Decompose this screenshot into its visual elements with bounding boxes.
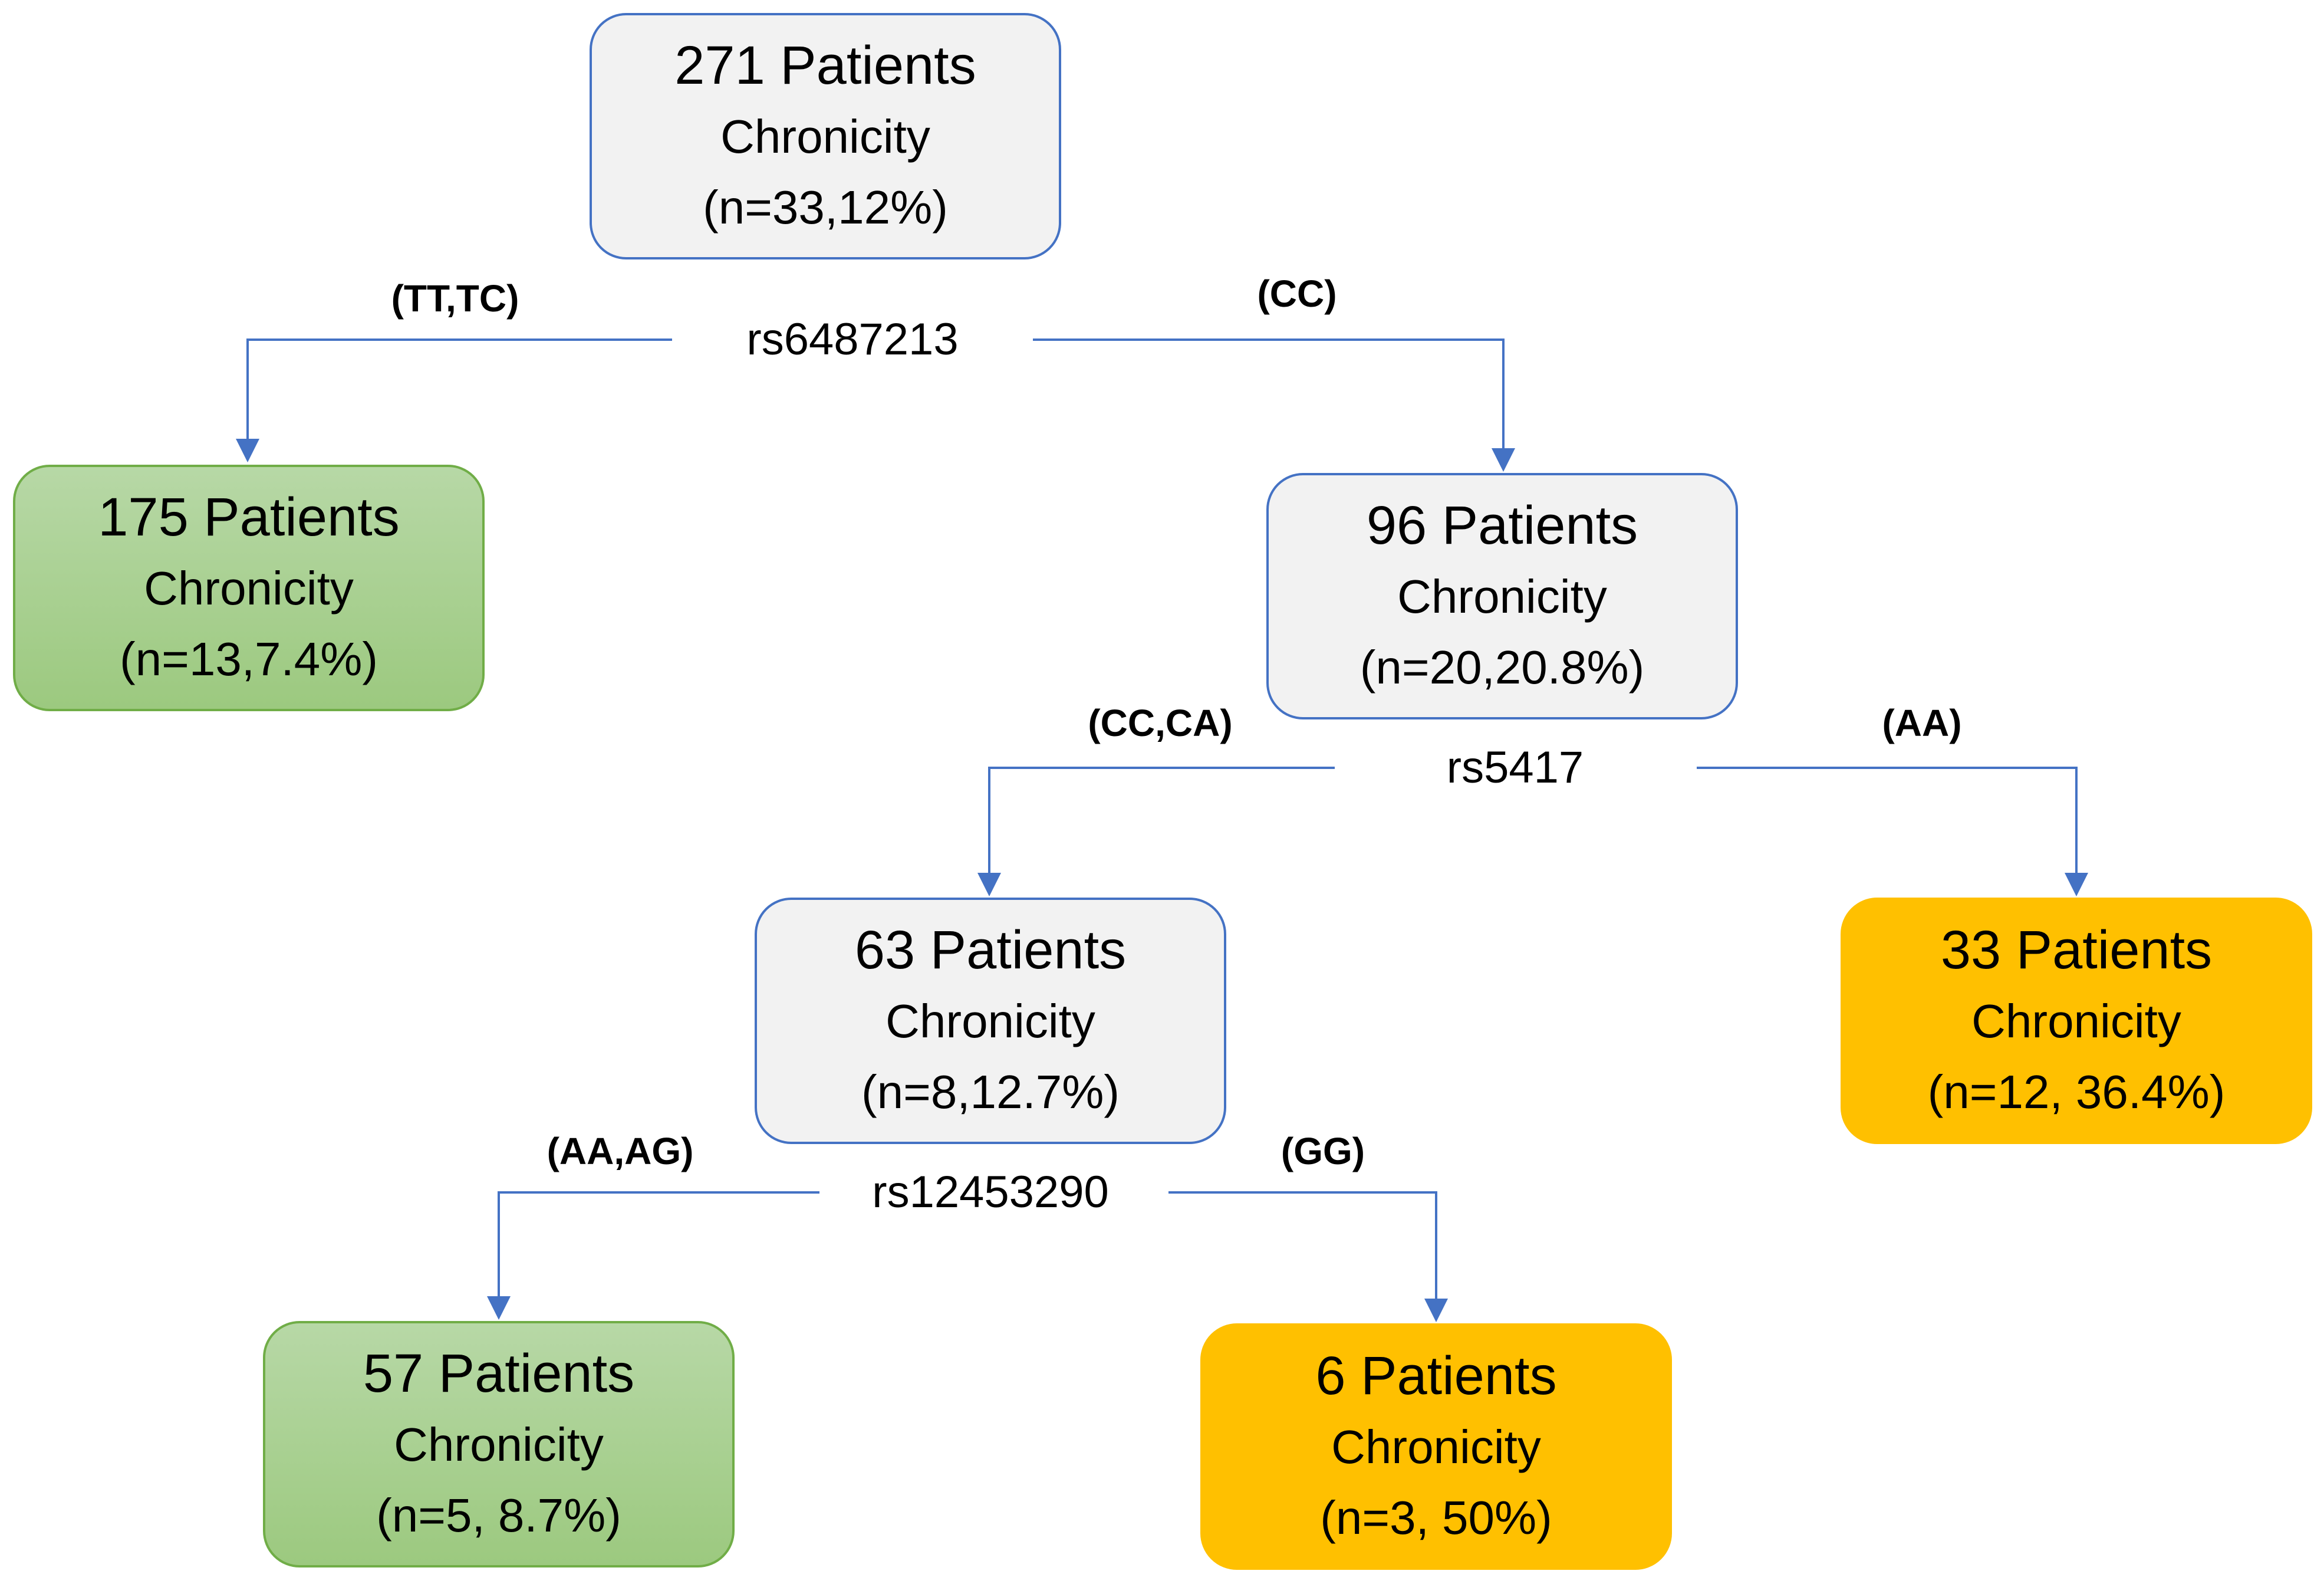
node-gg-stat: (n=3, 50%) bbox=[1320, 1491, 1552, 1544]
node-tt-tc-label: Chronicity bbox=[144, 562, 354, 614]
node-aa: 33 Patients Chronicity (n=12, 36.4%) bbox=[1841, 898, 2312, 1144]
node-gg-count: 6 Patients bbox=[1315, 1346, 1557, 1406]
node-cc-label: Chronicity bbox=[1397, 570, 1607, 623]
node-aa-label: Chronicity bbox=[1971, 995, 2181, 1047]
node-root-stat: (n=33,12%) bbox=[703, 181, 948, 234]
node-cc-stat: (n=20,20.8%) bbox=[1359, 641, 1645, 694]
node-tt-tc: 175 Patients Chronicity (n=13,7.4%) bbox=[13, 465, 485, 711]
node-aa-ag: 57 Patients Chronicity (n=5, 8.7%) bbox=[263, 1321, 735, 1567]
node-cc-ca-label: Chronicity bbox=[886, 995, 1095, 1047]
node-gg: 6 Patients Chronicity (n=3, 50%) bbox=[1200, 1323, 1672, 1570]
node-tt-tc-stat: (n=13,7.4%) bbox=[119, 633, 378, 685]
connector-root-to-cc bbox=[1033, 339, 1515, 472]
node-cc-ca-count: 63 Patients bbox=[854, 920, 1127, 980]
node-cc-count: 96 Patients bbox=[1366, 495, 1638, 556]
connector-cc-ca-to-aa-ag bbox=[487, 1191, 819, 1320]
connector-root-to-tt-tc bbox=[236, 339, 672, 462]
node-aa-count: 33 Patients bbox=[1940, 920, 2213, 980]
branch-label-gg: (GG) bbox=[1280, 1130, 1365, 1172]
node-cc-ca: 63 Patients Chronicity (n=8,12.7%) bbox=[755, 898, 1226, 1144]
node-aa-ag-label: Chronicity bbox=[394, 1418, 604, 1471]
node-root-label: Chronicity bbox=[720, 110, 930, 163]
node-root-count: 271 Patients bbox=[674, 35, 976, 96]
split-snp-rs12453290: rs12453290 bbox=[866, 1166, 1115, 1219]
node-tt-tc-count: 175 Patients bbox=[98, 487, 400, 547]
node-aa-ag-stat: (n=5, 8.7%) bbox=[376, 1489, 621, 1542]
split-snp-rs5417: rs5417 bbox=[1440, 741, 1590, 794]
connector-cc-ca-to-gg bbox=[1168, 1191, 1448, 1322]
branch-label-cc-ca: (CC,CA) bbox=[1088, 702, 1233, 744]
node-aa-ag-count: 57 Patients bbox=[363, 1343, 635, 1404]
connector-cc-to-aa bbox=[1697, 767, 2088, 896]
node-cc: 96 Patients Chronicity (n=20,20.8%) bbox=[1266, 473, 1738, 719]
node-cc-ca-stat: (n=8,12.7%) bbox=[861, 1066, 1120, 1118]
branch-label-tt-tc: (TT,TC) bbox=[391, 277, 519, 320]
split-snp-rs6487213: rs6487213 bbox=[740, 313, 965, 366]
connector-cc-to-cc-ca bbox=[977, 767, 1335, 896]
node-aa-stat: (n=12, 36.4%) bbox=[1927, 1066, 2226, 1118]
node-root: 271 Patients Chronicity (n=33,12%) bbox=[590, 13, 1061, 259]
node-gg-label: Chronicity bbox=[1331, 1421, 1541, 1473]
branch-label-aa: (AA) bbox=[1882, 702, 1962, 744]
branch-label-aa-ag: (AA,AG) bbox=[547, 1130, 694, 1172]
branch-label-cc: (CC) bbox=[1257, 272, 1337, 315]
